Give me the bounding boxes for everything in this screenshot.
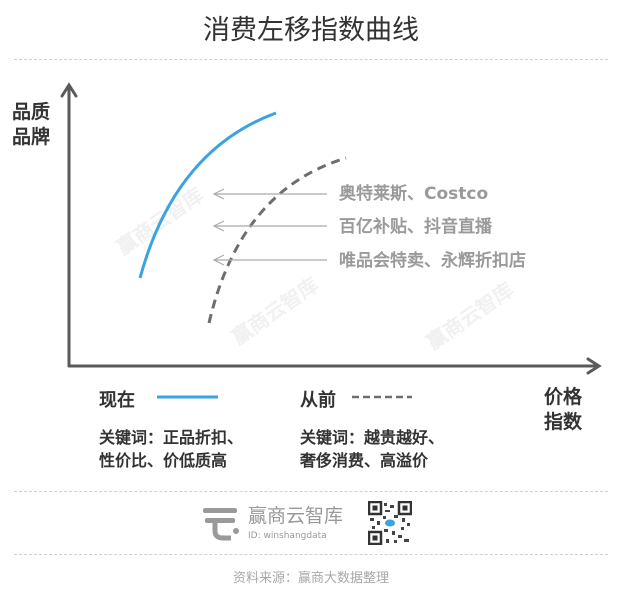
source-note: 资料来源：赢商大数据整理 — [232, 571, 389, 586]
brand-logo-icon — [203, 508, 239, 541]
page-title: 消费左移指数曲线 — [203, 15, 419, 46]
brand-id: ID: winshangdata — [248, 531, 327, 541]
y-label-line: 品质 — [12, 101, 51, 123]
legend-before-label: 从前 — [300, 390, 336, 411]
y-label-line: 品牌 — [12, 126, 51, 148]
arrow-left-icon — [212, 188, 225, 200]
legend-now-label: 现在 — [99, 390, 135, 411]
now-keywords: 关键词：正品折扣、 性价比、价低质高 — [99, 426, 243, 472]
x-label-line: 价格 — [544, 386, 583, 408]
current-curve — [138, 111, 277, 279]
brand-name: 赢商云智库 — [248, 505, 344, 527]
divider — [14, 59, 608, 60]
previous-curve — [207, 156, 347, 324]
y-axis-label: 品质 品牌 — [12, 100, 56, 150]
x-axis-label: 价格 指数 — [544, 385, 588, 435]
store-label: 百亿补贴、抖音直播 — [339, 217, 492, 237]
keyword-line: 关键词：越贵越好、 — [300, 428, 445, 447]
store-label: 唯品会特卖、永辉折扣店 — [339, 251, 526, 271]
divider — [14, 491, 608, 492]
x-axis-arrow-icon — [586, 357, 602, 375]
arrow-left-icon — [212, 254, 225, 266]
before-keywords: 关键词：越贵越好、 奢侈消费、高溢价 — [300, 426, 444, 472]
x-label-line: 指数 — [544, 411, 583, 433]
axes — [60, 82, 602, 375]
keyword-line: 性价比、价低质高 — [99, 451, 228, 470]
divider — [14, 554, 608, 555]
store-label: 奥特莱斯、Costco — [339, 184, 489, 204]
keyword-line: 奢侈消费、高溢价 — [300, 451, 429, 470]
y-axis-arrow-icon — [60, 82, 78, 98]
qr-code-icon — [368, 501, 412, 545]
keyword-line: 关键词：正品折扣、 — [99, 428, 244, 447]
arrow-left-icon — [212, 220, 225, 232]
